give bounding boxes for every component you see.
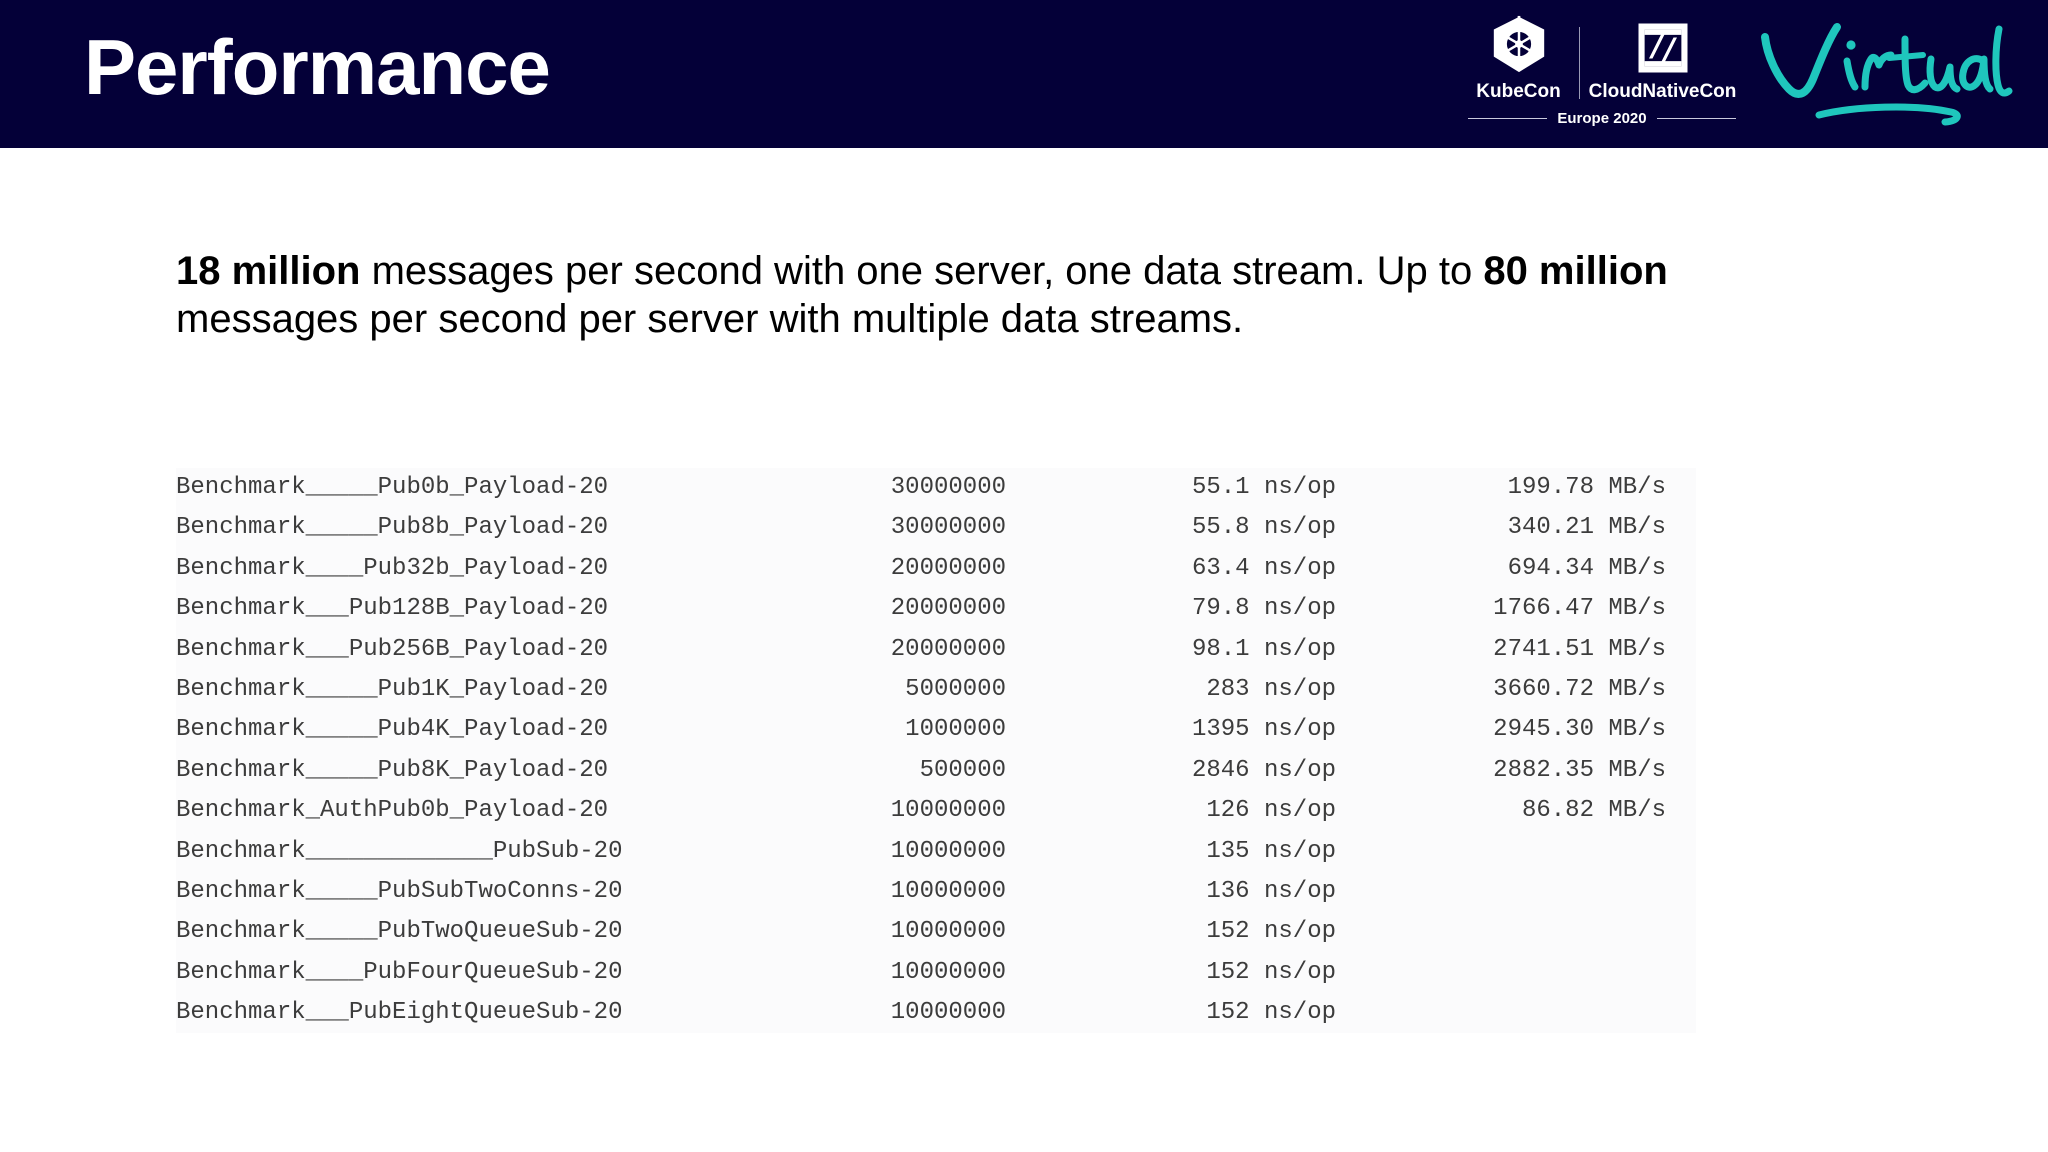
benchmark-name-cell: Benchmark_AuthPub0b_Payload-20 [176,797,609,825]
benchmark-name-cell: Benchmark_____Pub8K_Payload-20 [176,756,609,784]
benchmark-iterations-cell: 20000000 [890,595,1006,623]
benchmark-name-cell: Benchmark_____Pub8b_Payload-20 [176,514,609,542]
benchmark-iterations-cell: 30000000 [890,474,1006,501]
kubecon-label: KubeCon [1476,81,1561,102]
benchmark-nsop-cell: 152 ns/op [1206,958,1336,986]
benchmark-nsop-cell: 79.8 ns/op [1191,595,1336,623]
table-row: Benchmark_____PubTwoQueueSub-20 10000000 1… [176,912,1696,952]
benchmark-name-cell: Benchmark____PubFourQueueSub-20 [176,958,623,986]
lede-line2-prefix: Up to [1376,249,1484,293]
benchmark-name-cell: Benchmark_____PubTwoQueueSub-20 [176,918,623,946]
benchmark-iterations-cell: 10000000 [890,999,1006,1027]
table-row: Benchmark_____Pub1K_Payload-20 5000000 283… [176,670,1696,710]
benchmark-iterations-cell: 10000000 [890,958,1006,986]
table-row: Benchmark_____Pub0b_Payload-20 30000000 55… [176,468,1696,508]
lede-line1-rest: messages per second with one server, one… [360,249,1366,293]
table-row: Benchmark___Pub256B_Payload-20 20000000 98… [176,630,1696,670]
logo-divider [1578,27,1580,99]
table-row: Benchmark_____Pub8b_Payload-20 30000000 55… [176,508,1696,548]
benchmark-nsop-cell: 1395 ns/op [1191,716,1336,744]
benchmark-nsop-cell: 283 ns/op [1206,675,1336,703]
edition-rule-right [1656,118,1736,119]
lede-paragraph: 18 million messages per second with one … [176,248,1776,343]
benchmark-throughput-cell: 2882.35 MB/s [1493,756,1666,784]
benchmark-throughput-cell: 2945.30 MB/s [1493,716,1666,744]
benchmark-name-cell: Benchmark_____Pub1K_Payload-20 [176,675,609,703]
benchmark-nsop-cell: 126 ns/op [1206,797,1336,825]
benchmark-name-cell: Benchmark___Pub128B_Payload-20 [176,595,609,623]
edition-label: Europe 2020 [1557,110,1647,127]
benchmark-name-cell: Benchmark___PubEightQueueSub-20 [176,999,623,1027]
benchmark-iterations-cell: 10000000 [890,797,1006,825]
benchmark-iterations-cell: 500000 [919,756,1006,784]
benchmark-name-cell: Benchmark_____PubSubTwoConns-20 [176,877,623,905]
benchmark-nsop-cell: 55.8 ns/op [1191,514,1336,542]
benchmark-iterations-cell: 5000000 [905,675,1006,703]
benchmark-nsop-cell: 2846 ns/op [1191,756,1336,784]
benchmark-name-cell: Benchmark___Pub256B_Payload-20 [176,635,609,663]
benchmark-throughput-cell: 1766.47 MB/s [1493,595,1666,623]
benchmark-throughput-cell: 199.78 MB/s [1507,474,1666,501]
slide-header: Performance [0,0,2048,148]
table-row: Benchmark____PubFourQueueSub-20 10000000 1… [176,953,1696,993]
benchmark-throughput-cell: 2741.51 MB/s [1493,635,1666,663]
table-row: Benchmark____Pub32b_Payload-20 20000000 63… [176,549,1696,589]
benchmark-iterations-cell: 10000000 [890,877,1006,905]
benchmark-iterations-cell: 10000000 [890,837,1006,865]
benchmark-name-cell: Benchmark____Pub32b_Payload-20 [176,554,609,582]
virtual-script-icon [1761,22,2013,125]
benchmark-throughput-cell: 694.34 MB/s [1507,554,1666,582]
table-row: Benchmark_____Pub8K_Payload-20 500000 2846… [176,751,1696,791]
page-title: Performance [84,23,551,111]
table-row: Benchmark_AuthPub0b_Payload-20 10000000 12… [176,791,1696,831]
benchmark-name-cell: Benchmark_____________PubSub-20 [176,837,623,865]
table-row: Benchmark_____Pub4K_Payload-20 1000000 139… [176,710,1696,750]
benchmark-nsop-cell: 55.1 ns/op [1191,474,1336,501]
benchmark-iterations-cell: 30000000 [890,514,1006,542]
benchmark-name-cell: Benchmark_____Pub4K_Payload-20 [176,716,609,744]
table-row: Benchmark___PubEightQueueSub-20 10000000 1… [176,993,1696,1033]
benchmark-nsop-cell: 152 ns/op [1206,918,1336,946]
benchmark-iterations-cell: 20000000 [890,554,1006,582]
benchmark-nsop-cell: 98.1 ns/op [1191,635,1336,663]
kubernetes-helm-icon [1488,14,1550,76]
benchmark-throughput-cell: 3660.72 MB/s [1493,675,1666,703]
lede-line2-rest: messages per second per server with mult… [176,296,1244,341]
benchmark-nsop-cell: 136 ns/op [1206,877,1336,905]
benchmark-name-cell: Benchmark_____Pub0b_Payload-20 [176,474,609,501]
benchmark-throughput-cell: 340.21 MB/s [1507,514,1666,542]
benchmark-nsop-cell: 63.4 ns/op [1191,554,1336,582]
benchmark-iterations-cell: 1000000 [905,716,1006,744]
benchmark-iterations-cell: 10000000 [890,918,1006,946]
cloudnativecon-label: CloudNativeCon [1588,81,1737,102]
edition-row: Europe 2020 [1468,110,1736,127]
virtual-logo [1750,8,2018,133]
benchmark-throughput-cell: 86.82 MB/s [1521,797,1666,825]
cncf-logo-icon [1635,20,1691,76]
lede-line1-bold: 18 million [176,249,361,293]
lede-line2-bold: 80 million [1483,249,1668,293]
table-row: Benchmark___Pub128B_Payload-20 20000000 79… [176,589,1696,629]
table-row: Benchmark_____PubSubTwoConns-20 10000000 1… [176,872,1696,912]
benchmark-output-table: Benchmark_____Pub0b_Payload-20 30000000 55… [176,468,1696,1034]
edition-rule-left [1468,118,1548,119]
table-row: Benchmark_____________PubSub-20 10000000 1… [176,832,1696,872]
benchmark-nsop-cell: 135 ns/op [1206,837,1336,865]
benchmark-iterations-cell: 20000000 [890,635,1006,663]
benchmark-nsop-cell: 152 ns/op [1206,999,1336,1027]
kubecon-cloudnativecon-logo: KubeCon CloudNativeCon [1468,8,1736,133]
conference-logo-lockup: KubeCon CloudNativeCon [1468,8,2018,140]
